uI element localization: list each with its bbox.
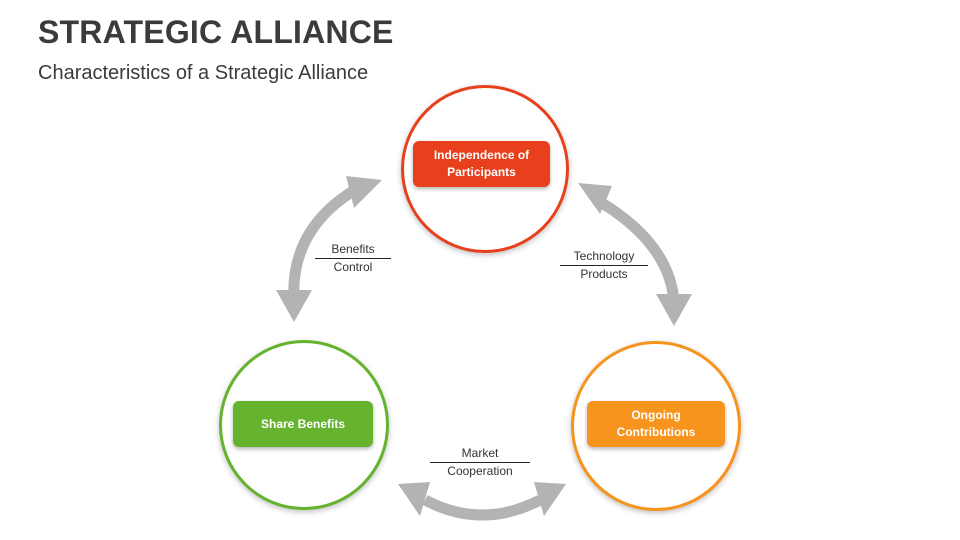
independence-of-participants-box: Independence of Participants: [413, 141, 550, 187]
page-title: STRATEGIC ALLIANCE: [38, 14, 394, 50]
independence-label: Independence of Participants: [433, 148, 530, 179]
arrow-left: [288, 183, 361, 301]
relation-right-bottom: Products: [580, 267, 628, 281]
arrow-right: [599, 198, 680, 303]
relation-right-top: Technology: [560, 249, 648, 266]
ongoing-contributions-box: Ongoing Contributions: [587, 401, 725, 447]
arrowhead-right-bottom: [656, 294, 692, 326]
arrowhead-left-bottom: [276, 290, 312, 322]
relation-bottom-top: Market: [430, 446, 530, 463]
relation-label-bottom: Market Cooperation: [430, 446, 530, 480]
ongoing-contributions-label: Ongoing Contributions: [616, 408, 696, 439]
arrowhead-left-top: [346, 176, 382, 208]
relation-label-right: Technology Products: [560, 249, 648, 283]
arrowhead-right-top: [578, 183, 612, 214]
relation-bottom-bottom: Cooperation: [447, 464, 513, 478]
relation-label-left: Benefits Control: [315, 242, 391, 276]
relation-left-top: Benefits: [315, 242, 391, 259]
share-benefits-label: Share Benefits: [260, 416, 346, 431]
arrowhead-bottom-right: [534, 482, 566, 516]
arrowhead-bottom-left: [398, 482, 430, 516]
share-benefits-box: Share Benefits: [233, 401, 373, 447]
page-subtitle: Characteristics of a Strategic Alliance: [38, 62, 369, 84]
relation-left-bottom: Control: [333, 260, 373, 274]
arrow-bottom: [422, 495, 543, 521]
